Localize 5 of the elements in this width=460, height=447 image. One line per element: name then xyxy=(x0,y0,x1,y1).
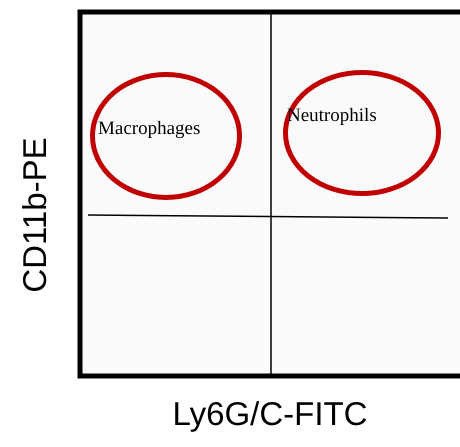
population-label: Macrophages xyxy=(98,118,200,140)
gate-ellipse xyxy=(283,70,441,196)
gate-ellipse xyxy=(90,72,242,200)
axis-title: Ly6G/C-FITC xyxy=(172,395,368,433)
axis-title: CD11b-PE xyxy=(16,137,54,293)
